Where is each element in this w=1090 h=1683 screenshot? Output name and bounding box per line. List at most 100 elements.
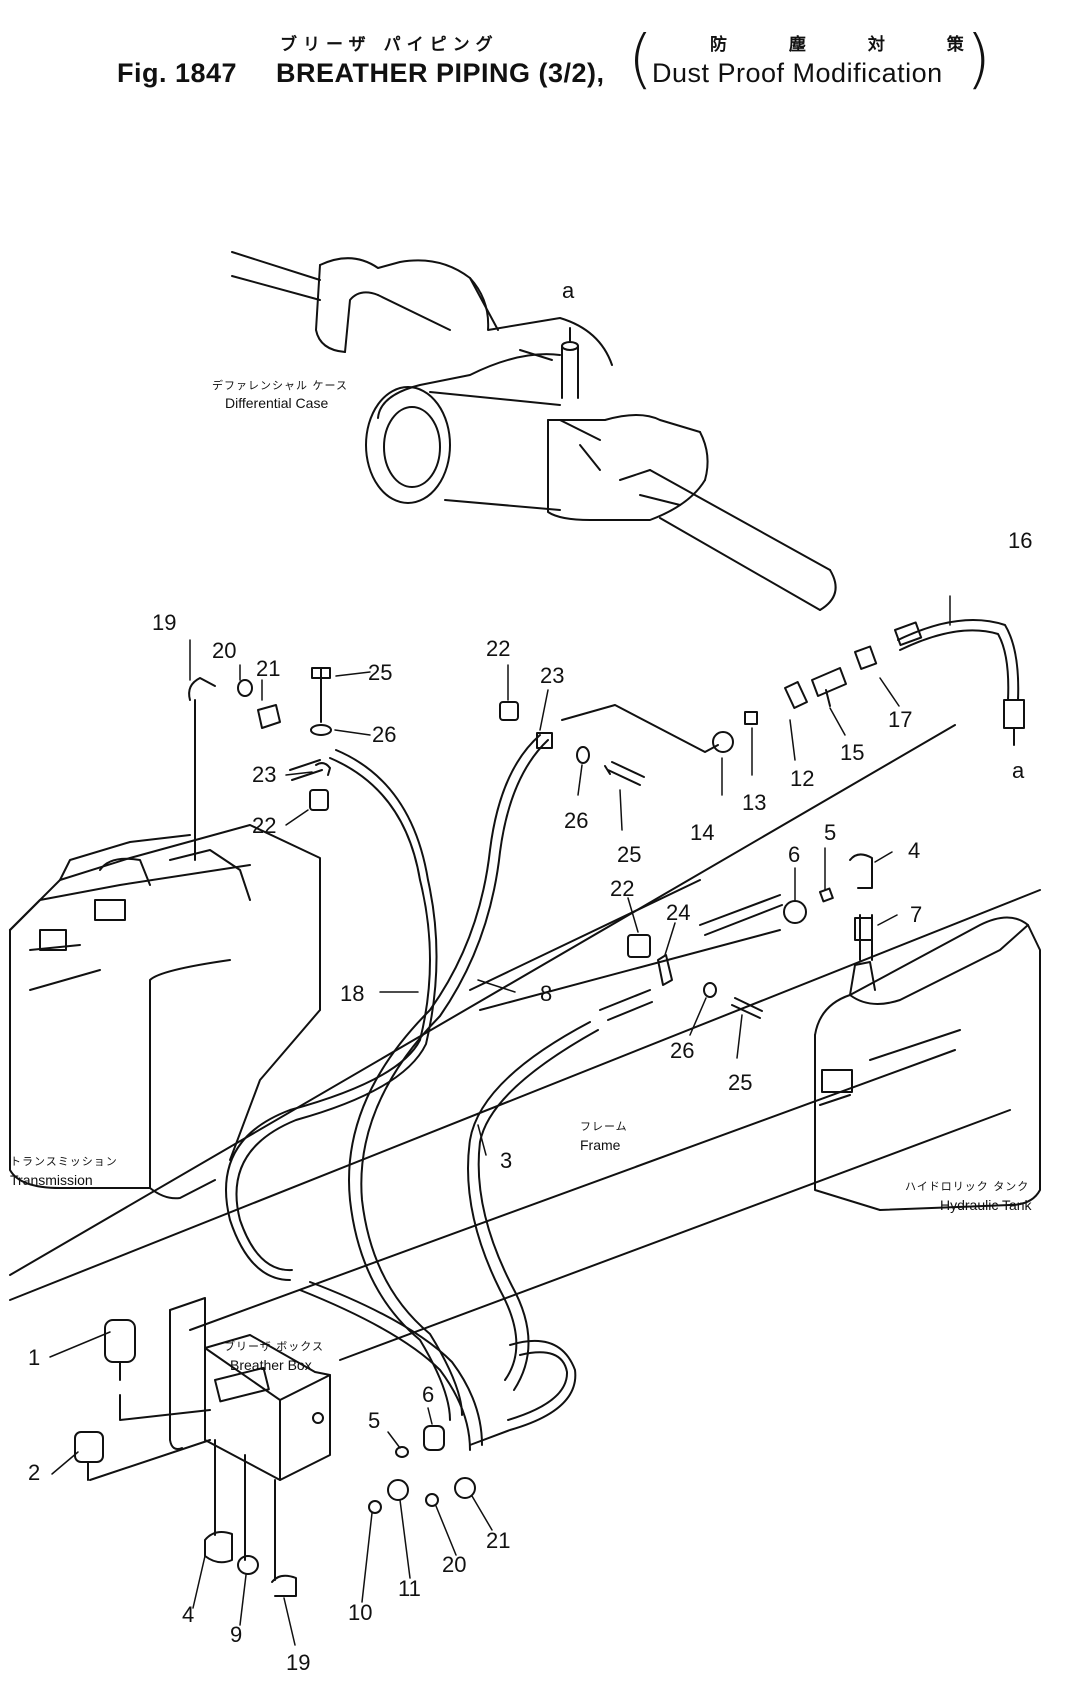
hose-3 <box>467 1021 591 1381</box>
callout-19-bot: 19 <box>286 1650 310 1675</box>
callout-25-low: 25 <box>728 1070 752 1095</box>
callout-26-top: 26 <box>372 722 396 747</box>
hydraulic-tank-label-jp: ハイドロリック タンク <box>905 1180 1029 1193</box>
diagram-subtitle: Dust Proof Modification <box>652 58 943 88</box>
fitting-9 <box>237 1555 259 1575</box>
fitting-19-top <box>188 677 216 701</box>
fitting-6-bot <box>423 1425 445 1451</box>
callout-9: 9 <box>230 1622 242 1647</box>
fitting-16-ends <box>894 621 1025 746</box>
fitting-20-bot <box>425 1493 439 1507</box>
fitting-19-bot <box>271 1574 297 1597</box>
fitting-22-mid <box>499 701 519 721</box>
fitting-12 <box>784 681 808 709</box>
hose-18 <box>225 757 431 1281</box>
differential-case-label: Differential Case <box>225 395 328 411</box>
part-2 <box>74 1431 104 1463</box>
fitting-21-top <box>257 704 281 729</box>
callout-3: 3 <box>500 1148 512 1173</box>
fitting-17 <box>854 645 878 670</box>
callout-2: 2 <box>28 1460 40 1485</box>
callout-4-bot: 4 <box>182 1602 194 1627</box>
diagram-title: BREATHER PIPING (3/2), <box>276 58 605 88</box>
callout-23-mid: 23 <box>540 663 564 688</box>
callout-6-right: 6 <box>788 842 800 867</box>
callout-24: 24 <box>666 900 690 925</box>
differential-case-drawing <box>231 251 837 611</box>
callout-14: 14 <box>690 820 714 845</box>
callout-10: 10 <box>348 1600 372 1625</box>
fitting-22-low <box>627 934 651 958</box>
frame-label-jp: フレーム <box>580 1120 628 1133</box>
frame-label: Frame <box>580 1137 621 1153</box>
breather-box-label: Breather Box <box>230 1357 312 1373</box>
callout-4-right: 4 <box>908 838 920 863</box>
transmission-label: Transmission <box>10 1172 93 1188</box>
figure-number: Fig. 1847 <box>117 58 238 88</box>
callout-5-right: 5 <box>824 820 836 845</box>
fitting-13 <box>744 711 758 725</box>
callout-a-right: a <box>1012 758 1025 783</box>
hydraulic-tank-label: Hydraulic Tank <box>940 1197 1033 1213</box>
washer-26-low <box>703 982 717 998</box>
differential-case-label-jp: デファレンシャル ケース <box>212 378 348 392</box>
callout-5-bot: 5 <box>368 1408 380 1433</box>
callout-15: 15 <box>840 740 864 765</box>
bolt-25-mid <box>604 761 645 786</box>
fitting-7-right <box>854 917 873 941</box>
transmission-drawing <box>9 699 321 1200</box>
fitting-5-bot <box>395 1446 409 1458</box>
hydraulic-tank-drawing <box>814 914 1041 1211</box>
callout-13: 13 <box>742 790 766 815</box>
fitting-4-bot <box>204 1531 233 1564</box>
callout-18: 18 <box>340 981 364 1006</box>
fitting-10 <box>368 1500 382 1514</box>
subtitle-japanese: 防 塵 対 策 <box>710 35 992 55</box>
breather-box-label-jp: ブリーザ ボックス <box>224 1339 324 1353</box>
callout-25-top: 25 <box>368 660 392 685</box>
hose-8 <box>348 734 541 1421</box>
callout-11: 11 <box>398 1576 421 1601</box>
clip-24 <box>657 954 673 986</box>
fitting-15 <box>811 667 847 707</box>
fitting-22-left <box>309 789 329 811</box>
callout-8: 8 <box>540 981 552 1006</box>
callout-21-top: 21 <box>256 656 280 681</box>
transmission-label-jp: トランスミッション <box>10 1155 118 1168</box>
fitting-6-right <box>783 900 807 924</box>
callout-20-bot: 20 <box>442 1552 466 1577</box>
callout-a-top: a <box>562 278 575 303</box>
breather-box-drawing <box>89 1297 331 1581</box>
callout-7-right: 7 <box>910 902 922 927</box>
callout-1: 1 <box>28 1345 40 1370</box>
clip-23-left <box>315 762 331 776</box>
washer-26-top <box>310 724 332 736</box>
callout-20-top: 20 <box>212 638 236 663</box>
callout-26-mid: 26 <box>564 808 588 833</box>
part-1 <box>104 1319 136 1363</box>
close-paren: ) <box>966 23 991 97</box>
callout-21-bot: 21 <box>486 1528 510 1553</box>
callout-22-mid: 22 <box>486 636 510 661</box>
callout-25-mid: 25 <box>617 842 641 867</box>
fitting-11 <box>387 1479 409 1501</box>
clip-23-mid <box>536 732 553 749</box>
fitting-14 <box>712 731 734 753</box>
callout-22-low: 22 <box>610 876 634 901</box>
bolt-25-top <box>311 667 331 723</box>
callout-19-top: 19 <box>152 610 176 635</box>
callout-17: 17 <box>888 707 912 732</box>
fitting-21-bot <box>454 1477 476 1499</box>
fitting-4-right <box>849 853 873 889</box>
open-paren: ( <box>628 23 653 97</box>
callout-23-left: 23 <box>252 762 276 787</box>
callout-6-bot: 6 <box>422 1382 434 1407</box>
callout-26-low: 26 <box>670 1038 694 1063</box>
bolt-25-low <box>731 997 763 1019</box>
title-japanese: ブリーザ パイピング <box>280 35 499 55</box>
callout-16: 16 <box>1008 528 1032 553</box>
callout-22-left: 22 <box>252 813 276 838</box>
fitting-20-top <box>237 679 253 697</box>
